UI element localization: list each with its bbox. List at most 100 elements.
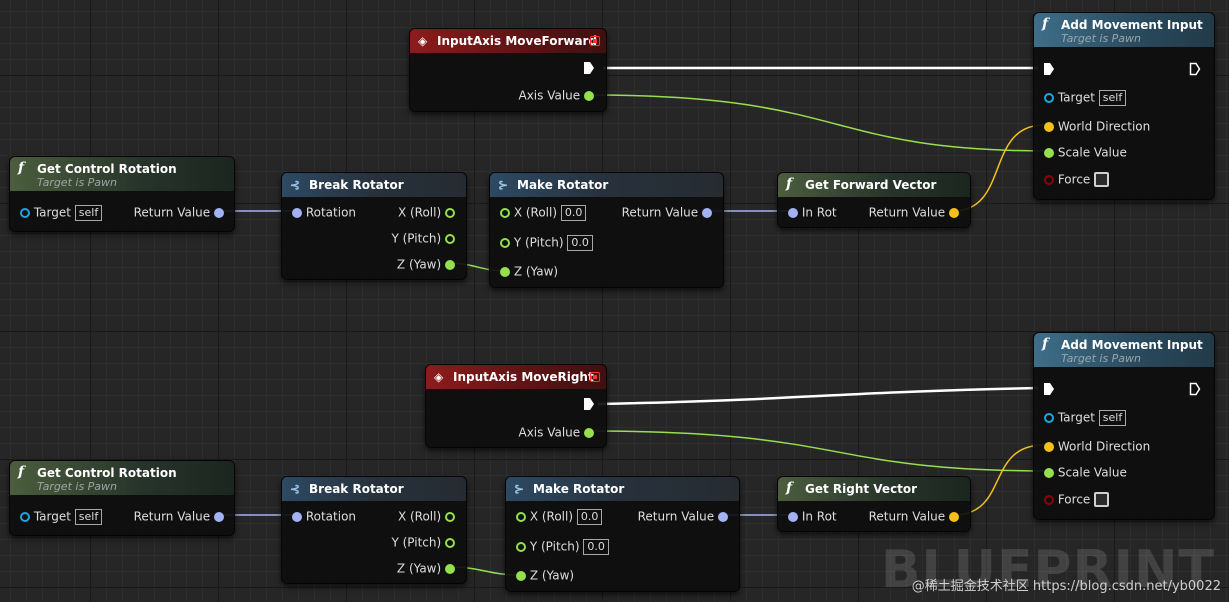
- float-pin-icon[interactable]: [445, 563, 455, 574]
- y-pitch-value-box[interactable]: 0.0: [583, 538, 609, 555]
- float-pin-icon[interactable]: [445, 259, 455, 270]
- exec-out-pin[interactable]: [583, 397, 595, 413]
- node-inputaxis-moveforward[interactable]: ◈ InputAxis MoveForward Axis Value: [409, 28, 607, 112]
- target-self-box[interactable]: self: [1098, 409, 1127, 426]
- force-checkbox[interactable]: [1094, 172, 1110, 187]
- float-pin-icon[interactable]: [1044, 467, 1054, 478]
- target-pin[interactable]: Target self: [1044, 409, 1127, 426]
- float-pin-icon[interactable]: [584, 427, 594, 438]
- in-rot-pin[interactable]: In Rot: [788, 508, 837, 524]
- in-rot-pin[interactable]: In Rot: [788, 204, 837, 220]
- float-pin-icon[interactable]: [516, 511, 526, 522]
- node-inputaxis-moveright[interactable]: ◈ InputAxis MoveRight Axis Value: [425, 364, 607, 448]
- force-checkbox[interactable]: [1094, 492, 1110, 507]
- float-pin-icon[interactable]: [500, 237, 510, 248]
- pin-label: Target: [33, 205, 71, 220]
- bool-pin-icon[interactable]: [1044, 174, 1054, 185]
- target-self-box[interactable]: self: [1098, 89, 1127, 106]
- float-pin-icon[interactable]: [445, 233, 455, 244]
- rotator-pin-icon[interactable]: [788, 207, 798, 218]
- float-pin-icon[interactable]: [445, 537, 455, 548]
- rotation-pin[interactable]: Rotation: [292, 508, 356, 524]
- exec-in-pin[interactable]: [1043, 62, 1055, 78]
- exec-out-pin[interactable]: [1189, 62, 1201, 78]
- rotator-pin-icon[interactable]: [788, 511, 798, 522]
- float-pin-icon[interactable]: [584, 90, 594, 101]
- y-pitch-pin[interactable]: Y (Pitch) 0.0: [516, 538, 609, 555]
- float-pin-icon[interactable]: [500, 207, 510, 218]
- target-self-box[interactable]: self: [74, 508, 103, 525]
- bool-pin-icon[interactable]: [1044, 494, 1054, 505]
- y-pitch-value-box[interactable]: 0.0: [567, 234, 593, 251]
- scale-value-pin[interactable]: Scale Value: [1044, 144, 1127, 160]
- force-pin[interactable]: Force: [1044, 171, 1110, 187]
- exec-out-pin[interactable]: [583, 61, 595, 77]
- return-value-pin[interactable]: Return Value: [134, 204, 224, 220]
- node-make-rotator-1[interactable]: ⊱ Make Rotator X (Roll) 0.0 Y (Pitch) 0.…: [489, 172, 724, 288]
- rotation-pin[interactable]: Rotation: [292, 204, 356, 220]
- z-yaw-pin[interactable]: Z (Yaw): [516, 567, 574, 583]
- vector-pin-icon[interactable]: [949, 207, 959, 218]
- world-direction-pin[interactable]: World Direction: [1044, 118, 1150, 134]
- node-get-right-vector[interactable]: f Get Right Vector In Rot Return Value: [777, 476, 971, 532]
- float-pin-icon[interactable]: [516, 541, 526, 552]
- float-pin-icon[interactable]: [445, 207, 455, 218]
- target-pin[interactable]: Target self: [20, 508, 103, 525]
- object-pin-icon[interactable]: [20, 511, 30, 522]
- float-pin-icon[interactable]: [445, 511, 455, 522]
- axis-value-pin[interactable]: Axis Value: [519, 424, 594, 440]
- y-pitch-pin[interactable]: Y (Pitch) 0.0: [500, 234, 593, 251]
- z-yaw-pin[interactable]: Z (Yaw): [397, 560, 455, 576]
- object-pin-icon[interactable]: [1044, 412, 1054, 423]
- node-add-movement-input-forward[interactable]: f Add Movement Input Target is Pawn Targ…: [1033, 12, 1215, 200]
- vector-pin-icon[interactable]: [949, 511, 959, 522]
- rotator-pin-icon[interactable]: [292, 511, 302, 522]
- z-yaw-pin[interactable]: Z (Yaw): [397, 256, 455, 272]
- return-value-pin[interactable]: Return Value: [134, 508, 224, 524]
- x-roll-value-box[interactable]: 0.0: [560, 204, 587, 221]
- x-roll-pin[interactable]: X (Roll) 0.0: [516, 508, 603, 525]
- x-roll-value-box[interactable]: 0.0: [576, 508, 603, 525]
- float-pin-icon[interactable]: [1044, 147, 1054, 158]
- axis-value-pin[interactable]: Axis Value: [519, 87, 594, 103]
- y-pitch-pin[interactable]: Y (Pitch): [391, 230, 455, 246]
- x-roll-pin[interactable]: X (Roll): [398, 204, 455, 220]
- world-direction-pin[interactable]: World Direction: [1044, 438, 1150, 454]
- return-value-pin[interactable]: Return Value: [622, 204, 712, 220]
- node-make-rotator-2[interactable]: ⊱ Make Rotator X (Roll) 0.0 Y (Pitch) 0.…: [505, 476, 740, 592]
- target-pin[interactable]: Target self: [20, 204, 103, 221]
- node-break-rotator-2[interactable]: ⊰ Break Rotator Rotation X (Roll) Y (Pit…: [281, 476, 467, 584]
- target-self-box[interactable]: self: [74, 204, 103, 221]
- return-value-pin[interactable]: Return Value: [638, 508, 728, 524]
- x-roll-pin[interactable]: X (Roll) 0.0: [500, 204, 587, 221]
- scale-value-pin[interactable]: Scale Value: [1044, 464, 1127, 480]
- event-delegate-icon[interactable]: [590, 372, 600, 382]
- vector-pin-icon[interactable]: [1044, 121, 1054, 132]
- vector-pin-icon[interactable]: [1044, 441, 1054, 452]
- rotator-pin-icon[interactable]: [214, 207, 224, 218]
- event-delegate-icon[interactable]: [590, 36, 600, 46]
- rotator-pin-icon[interactable]: [718, 511, 728, 522]
- rotator-pin-icon[interactable]: [292, 207, 302, 218]
- return-value-pin[interactable]: Return Value: [869, 508, 959, 524]
- target-pin[interactable]: Target self: [1044, 89, 1127, 106]
- node-get-forward-vector[interactable]: f Get Forward Vector In Rot Return Value: [777, 172, 971, 228]
- node-break-rotator-1[interactable]: ⊰ Break Rotator Rotation X (Roll) Y (Pit…: [281, 172, 467, 280]
- float-pin-icon[interactable]: [516, 570, 526, 581]
- rotator-pin-icon[interactable]: [702, 207, 712, 218]
- object-pin-icon[interactable]: [1044, 92, 1054, 103]
- node-get-control-rotation-2[interactable]: f Get Control Rotation Target is Pawn Ta…: [9, 460, 235, 536]
- x-roll-pin[interactable]: X (Roll): [398, 508, 455, 524]
- node-get-control-rotation-1[interactable]: f Get Control Rotation Target is Pawn Ta…: [9, 156, 235, 232]
- z-yaw-pin[interactable]: Z (Yaw): [500, 263, 558, 279]
- y-pitch-pin[interactable]: Y (Pitch): [391, 534, 455, 550]
- exec-in-pin[interactable]: [1043, 382, 1055, 398]
- rotator-pin-icon[interactable]: [214, 511, 224, 522]
- force-pin[interactable]: Force: [1044, 491, 1110, 507]
- float-pin-icon[interactable]: [500, 266, 510, 277]
- exec-out-pin[interactable]: [1189, 382, 1201, 398]
- node-add-movement-input-right[interactable]: f Add Movement Input Target is Pawn Targ…: [1033, 332, 1215, 520]
- return-value-pin[interactable]: Return Value: [869, 204, 959, 220]
- object-pin-icon[interactable]: [20, 207, 30, 218]
